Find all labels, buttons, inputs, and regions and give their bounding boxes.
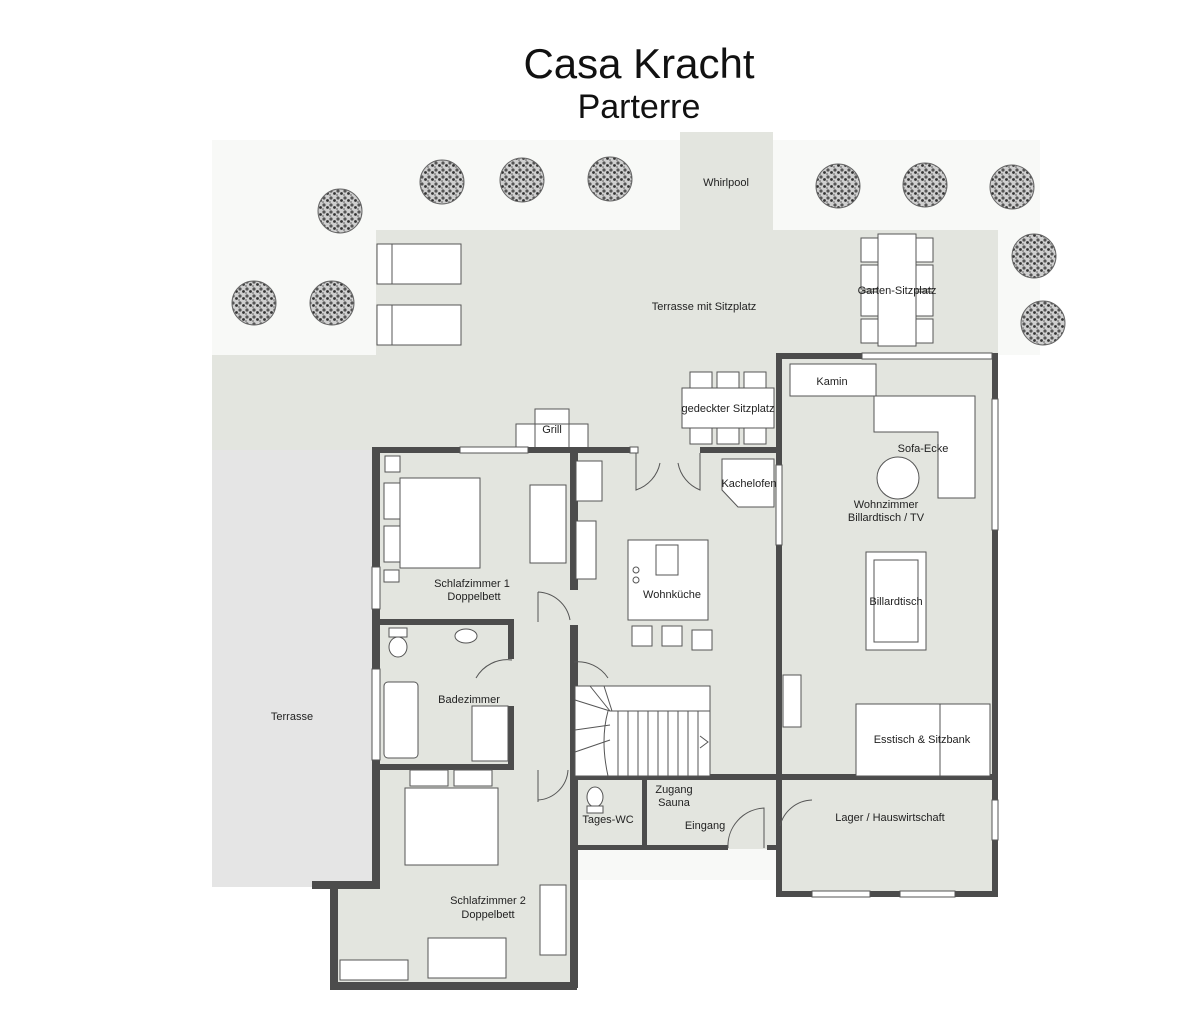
doors bbox=[475, 453, 813, 849]
windows bbox=[371, 352, 999, 898]
room-labels: Whirlpool Terrasse mit Sitzplatz Garten-… bbox=[271, 177, 971, 921]
label-esstisch: Esstisch & Sitzbank bbox=[874, 734, 971, 746]
tree-icon bbox=[231, 280, 277, 326]
label-gedeckter-sitzplatz: gedeckter Sitzplatz bbox=[682, 403, 775, 415]
tree-icon bbox=[419, 159, 465, 205]
label-tages-wc: Tages-WC bbox=[582, 814, 633, 826]
sun-lounger bbox=[376, 304, 462, 346]
label-schlafzimmer-1: Schlafzimmer 1 bbox=[434, 578, 510, 590]
sofa bbox=[427, 937, 507, 979]
patio-door-left bbox=[635, 453, 661, 491]
garden-table bbox=[877, 233, 917, 347]
label-terrasse-sitzplatz: Terrasse mit Sitzplatz bbox=[652, 301, 757, 313]
label-grill: Grill bbox=[542, 424, 562, 436]
storage-door bbox=[779, 799, 813, 827]
whirlpool-area bbox=[680, 132, 773, 230]
round-table bbox=[876, 456, 920, 500]
outdoor-furniture bbox=[376, 233, 934, 449]
tree-icon bbox=[1020, 300, 1066, 346]
label-eingang: Eingang bbox=[685, 820, 725, 832]
shower bbox=[471, 705, 509, 762]
terrace-area bbox=[212, 450, 374, 887]
tree-icon bbox=[309, 280, 355, 326]
tree-icon bbox=[989, 164, 1035, 210]
label-schlafzimmer-2-sub: Doppelbett bbox=[461, 909, 514, 921]
bedroom2-door bbox=[537, 769, 569, 801]
kitchen-door bbox=[573, 661, 609, 679]
double-bed bbox=[399, 477, 481, 569]
bedroom1-door bbox=[537, 591, 571, 621]
tree-icon bbox=[1011, 233, 1057, 279]
tree-icon bbox=[902, 162, 948, 208]
fireplace bbox=[789, 363, 877, 397]
label-garten-sitzplatz: Garten-Sitzplatz bbox=[858, 285, 937, 297]
label-sofa-ecke: Sofa-Ecke bbox=[898, 443, 949, 455]
sofa bbox=[529, 484, 567, 564]
plan-subtitle: Parterre bbox=[577, 88, 701, 126]
billiard-table bbox=[865, 551, 927, 651]
tree-icon bbox=[499, 157, 545, 203]
tree-icon bbox=[317, 188, 363, 234]
tree-icon bbox=[587, 156, 633, 202]
patio-door-right bbox=[677, 453, 701, 491]
tree-icon bbox=[815, 163, 861, 209]
kachelofen bbox=[721, 458, 775, 508]
label-wohnzimmer-sub: Billardtisch / TV bbox=[848, 512, 925, 524]
dining-table bbox=[855, 703, 991, 777]
double-bed bbox=[404, 787, 499, 866]
label-terrasse: Terrasse bbox=[271, 711, 313, 723]
label-whirlpool: Whirlpool bbox=[703, 177, 749, 189]
label-billardtisch: Billardtisch bbox=[869, 596, 922, 608]
staircase bbox=[574, 685, 711, 777]
label-kamin: Kamin bbox=[816, 376, 847, 388]
label-zugang: Zugang bbox=[655, 784, 692, 796]
entrance-door bbox=[727, 807, 765, 849]
walls bbox=[312, 353, 998, 990]
corner-sofa bbox=[873, 395, 976, 499]
bathroom-door bbox=[475, 659, 513, 679]
label-badezimmer: Badezimmer bbox=[438, 694, 500, 706]
indoor-furniture bbox=[339, 363, 991, 981]
label-schlafzimmer-1-sub: Doppelbett bbox=[447, 591, 500, 603]
covered-seating-table bbox=[681, 387, 775, 429]
plan-title: Casa Kracht bbox=[523, 40, 755, 87]
bathtub bbox=[383, 681, 419, 759]
sun-lounger bbox=[376, 243, 462, 285]
label-wohnzimmer: Wohnzimmer bbox=[854, 499, 919, 511]
label-kachelofen: Kachelofen bbox=[721, 478, 776, 490]
label-zugang-sub: Sauna bbox=[658, 797, 691, 809]
label-wohnkueche: Wohnküche bbox=[643, 589, 701, 601]
label-schlafzimmer-2: Schlafzimmer 2 bbox=[450, 895, 526, 907]
trees bbox=[231, 156, 1066, 346]
label-lager: Lager / Hauswirtschaft bbox=[835, 812, 944, 824]
